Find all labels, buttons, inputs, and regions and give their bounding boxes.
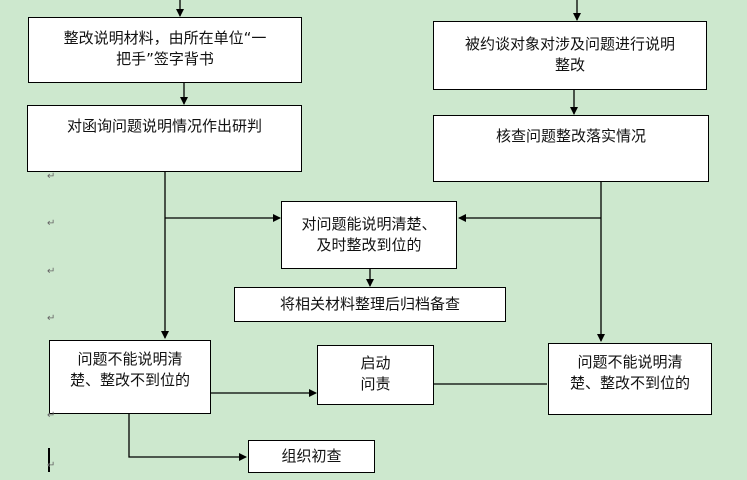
node-study-explanation: 对函询问题说明情况作出研判 <box>27 105 302 172</box>
node-archive-materials: 将相关材料整理后归档备查 <box>234 287 506 322</box>
node-text-line: 问题不能说明清 <box>577 353 683 371</box>
paragraph-mark: ↵ <box>47 266 56 277</box>
node-text-line: 问题不能说明清 <box>77 350 183 368</box>
paragraph-mark: ↵ <box>47 460 56 471</box>
node-text-line: 组织初查 <box>281 447 342 465</box>
paragraph-mark: ↵ <box>47 171 56 182</box>
node-text-line: 把手”签字背书 <box>116 50 214 68</box>
node-unclear-left: 问题不能说明清 楚、整改不到位的 <box>49 340 211 414</box>
node-text-line: 楚、整改不到位的 <box>569 374 690 392</box>
node-text-line: 及时整改到位的 <box>316 236 422 254</box>
node-text-line: 楚、整改不到位的 <box>69 371 190 389</box>
paragraph-mark: ↵ <box>47 313 56 324</box>
node-organize-preliminary-check: 组织初查 <box>248 440 375 473</box>
arrow-unclear-left-to-preliminary <box>128 414 247 461</box>
paragraph-mark: ↵ <box>47 218 56 229</box>
node-unclear-right: 问题不能说明清 楚、整改不到位的 <box>548 343 712 415</box>
node-text-line: 对问题能说明清楚、 <box>301 215 437 233</box>
node-rectification-signed: 整改说明材料，由所在单位“一 把手”签字背书 <box>28 17 302 83</box>
node-text-line: 问责 <box>360 375 391 393</box>
node-text-line: 启动 <box>360 354 391 372</box>
node-start-accountability: 启动 问责 <box>317 345 434 405</box>
node-verify-implementation: 核查问题整改落实情况 <box>433 115 709 182</box>
node-interviewee-explains: 被约谈对象对涉及问题进行说明 整改 <box>433 21 707 90</box>
node-text-line: 对函询问题说明情况作出研判 <box>66 117 262 135</box>
node-text-line: 整改 <box>554 56 585 74</box>
node-clear-and-rectified: 对问题能说明清楚、 及时整改到位的 <box>281 201 457 269</box>
node-text-line: 核查问题整改落实情况 <box>495 127 646 145</box>
paragraph-mark: ↵ <box>47 410 56 421</box>
node-text-line: 将相关材料整理后归档备查 <box>279 295 460 313</box>
node-text-line: 整改说明材料，由所在单位“一 <box>63 29 267 47</box>
node-text-line: 被约谈对象对涉及问题进行说明 <box>464 35 675 53</box>
